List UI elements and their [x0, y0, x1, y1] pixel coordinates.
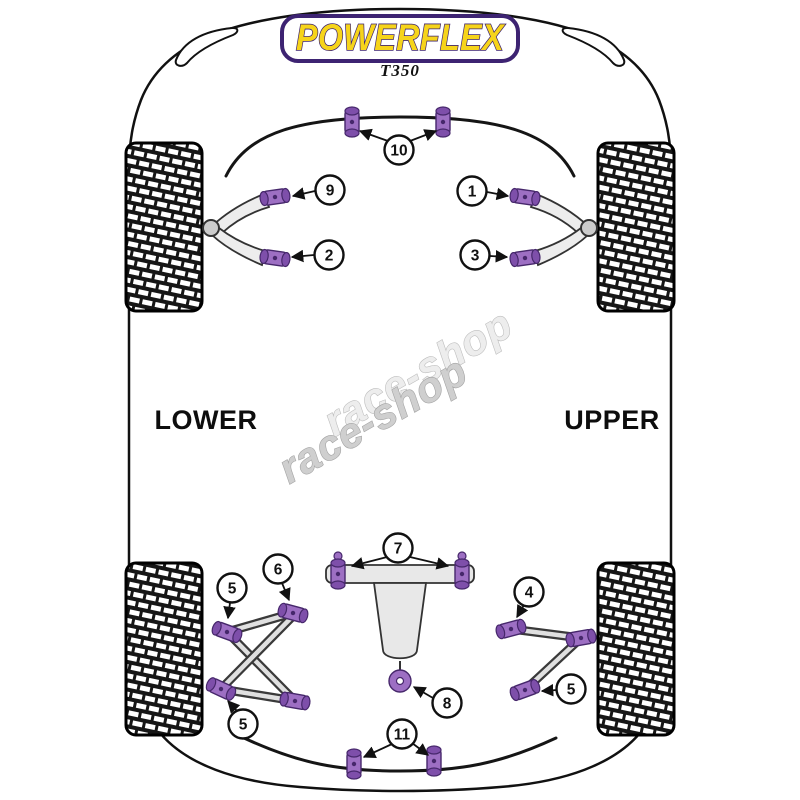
- svg-text:11: 11: [394, 727, 411, 744]
- model-label: T350: [380, 61, 420, 80]
- callout-10-leader-left: [358, 128, 389, 142]
- callout-5-rear-left-lower: 5: [227, 700, 259, 740]
- front-right-wishbone: [508, 187, 598, 268]
- logo-badge: [280, 14, 520, 63]
- front-arb-bush-right: [435, 106, 451, 138]
- svg-text:3: 3: [471, 248, 480, 265]
- callout-5-rear-left-upper: 5: [216, 572, 248, 620]
- callout-4-leader: [516, 604, 529, 619]
- rear-right-suspension: [493, 617, 598, 703]
- callout-10: 10: [358, 128, 438, 166]
- tire-rear-right: [596, 561, 676, 737]
- callout-4: 4: [513, 576, 545, 619]
- callout-9-leader: [291, 187, 316, 200]
- callout-6: 6: [262, 553, 294, 602]
- callout-10-leader-right: [409, 129, 438, 142]
- tire-front-left: [124, 141, 204, 313]
- diff-mount-bush-center: [395, 676, 405, 686]
- rear-arb-bush-right: [426, 745, 442, 777]
- rear-left-suspension: [203, 601, 312, 712]
- callout-6-leader: [278, 582, 291, 602]
- svg-text:7: 7: [394, 541, 403, 558]
- svg-text:10: 10: [390, 143, 407, 160]
- callout-5b-leader: [540, 683, 558, 697]
- callout-7-leader-left: [350, 556, 388, 570]
- bonnet-vent-right: [561, 26, 626, 67]
- callout-7: 7: [350, 532, 450, 570]
- subframe-crossbar: [325, 564, 475, 584]
- callout-1: 1: [456, 175, 510, 207]
- callout-2-leader: [290, 249, 315, 263]
- svg-text:5: 5: [228, 581, 237, 598]
- front-left-wishbone: [202, 187, 292, 268]
- callout-11-leader-left: [362, 743, 393, 758]
- logo-text: POWERFLEX: [296, 17, 506, 58]
- callout-11-leader-right: [411, 742, 430, 756]
- callout-5c-leader: [227, 700, 241, 714]
- rear-arb-bush-left: [346, 748, 362, 780]
- rear-anti-roll-bar: [242, 736, 558, 773]
- tire-front-right: [596, 141, 676, 313]
- subframe-bush-left: [330, 558, 346, 590]
- callout-1-leader: [486, 187, 510, 201]
- svg-text:4: 4: [525, 585, 534, 602]
- callout-3-leader: [489, 250, 509, 263]
- front-left-ball-joint: [202, 219, 220, 237]
- svg-text:9: 9: [326, 183, 335, 200]
- svg-text:2: 2: [325, 248, 334, 265]
- callout-8-leader: [412, 686, 434, 699]
- front-left-upper-arm: [210, 192, 271, 235]
- callout-5-rear-right: 5: [540, 673, 587, 705]
- callout-5a-leader: [223, 602, 236, 620]
- diff-carrier: [372, 582, 428, 660]
- front-right-upper-arm: [529, 192, 590, 235]
- upper-label: UPPER: [564, 405, 660, 435]
- callout-9: 9: [291, 174, 346, 206]
- svg-text:8: 8: [443, 696, 452, 713]
- tire-rear-left: [124, 561, 204, 737]
- callout-8: 8: [412, 686, 463, 719]
- front-arb-bush-left: [344, 106, 360, 138]
- callout-3: 3: [459, 239, 509, 271]
- front-right-ball-joint: [580, 219, 598, 237]
- lower-label: LOWER: [155, 405, 258, 435]
- powerflex-logo: POWERFLEX T350: [280, 14, 520, 80]
- front-anti-roll-bar: [224, 115, 576, 178]
- svg-text:1: 1: [468, 184, 477, 201]
- svg-text:6: 6: [274, 562, 283, 579]
- callout-7-leader-right: [409, 556, 450, 570]
- callout-11: 11: [362, 718, 430, 758]
- bonnet-vent-left: [174, 26, 239, 67]
- svg-text:5: 5: [239, 717, 248, 734]
- callout-2: 2: [290, 239, 345, 271]
- svg-text:5: 5: [567, 682, 576, 699]
- subframe-bush-right: [454, 558, 470, 590]
